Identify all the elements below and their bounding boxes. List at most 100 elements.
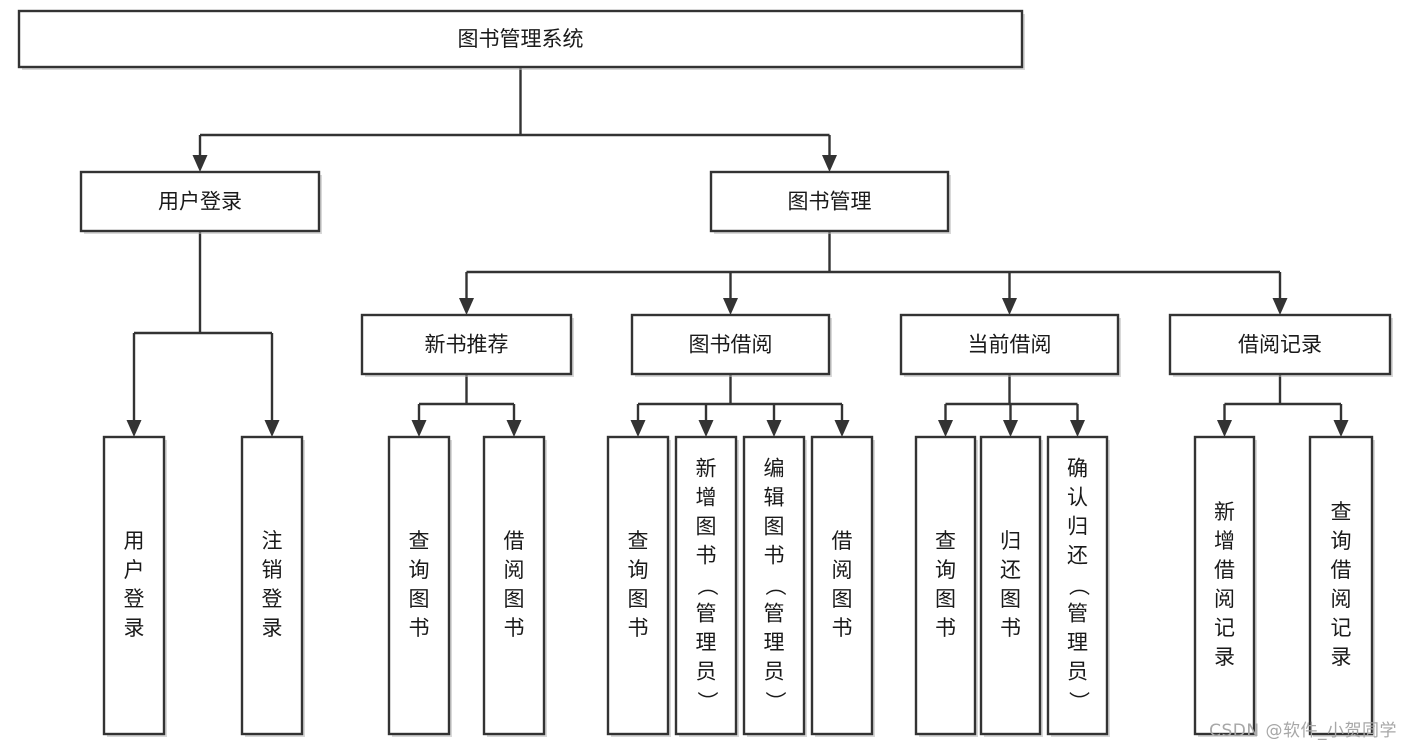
node-label-char: 销 — [262, 558, 283, 582]
node-label-char: 记 — [1214, 616, 1235, 640]
node-rect[interactable] — [742, 435, 806, 736]
arrow-head-icon — [766, 420, 782, 437]
node-rect[interactable] — [387, 435, 451, 736]
node-label-char: ） — [763, 691, 787, 712]
node-label: 新书推荐 — [425, 333, 509, 357]
node-rect[interactable] — [810, 435, 874, 736]
node-rect[interactable] — [979, 435, 1042, 736]
node-label-char: （ — [763, 575, 787, 596]
node-label: 当前借阅 — [968, 333, 1052, 357]
node-label-char: 录 — [1214, 645, 1235, 669]
node-rect[interactable] — [630, 313, 831, 376]
node-rect[interactable] — [360, 313, 573, 376]
node-rect[interactable] — [674, 435, 738, 736]
node-borrow[interactable]: 图书借阅 — [630, 313, 832, 377]
node-label-char: （ — [1067, 575, 1091, 596]
node-login[interactable]: 用户登录 — [79, 170, 322, 234]
node-rect[interactable] — [709, 170, 950, 233]
arrow-head-icon — [938, 420, 953, 437]
node-label-char: 图 — [409, 587, 430, 611]
arrow-head-icon — [1070, 420, 1085, 437]
node-current[interactable]: 当前借阅 — [899, 313, 1121, 377]
arrow-head-icon — [1333, 420, 1349, 437]
arrow-head-icon — [698, 420, 714, 437]
connector-group- — [126, 231, 280, 437]
node-label-char: 书 — [764, 544, 785, 568]
node-label-char: 书 — [1000, 616, 1021, 640]
node-label-char: 注 — [262, 529, 283, 553]
node-label-char: 归 — [1000, 529, 1021, 553]
node-label-char: 借 — [1331, 558, 1352, 582]
node-label-char: 查 — [628, 529, 649, 553]
node-rect[interactable] — [1193, 435, 1256, 736]
arrow-head-icon — [506, 420, 522, 437]
node-label-char: 户 — [124, 558, 145, 582]
node-label-char: 还 — [1067, 544, 1088, 568]
connector-group- — [1217, 374, 1349, 437]
node-rect[interactable] — [240, 435, 304, 736]
node-newbook[interactable]: 新书推荐 — [360, 313, 574, 377]
node-label-char: ） — [1067, 691, 1091, 712]
arrow-head-icon — [1003, 420, 1018, 437]
node-label-char: 图 — [935, 587, 956, 611]
node-label-char: 录 — [1331, 645, 1352, 669]
node-rect[interactable] — [17, 9, 1024, 69]
node-records[interactable]: 借阅记录 — [1168, 313, 1393, 377]
node-label-char: 确 — [1067, 457, 1088, 481]
node-label-char: 员 — [1067, 660, 1088, 684]
node-label-char: 询 — [1331, 529, 1352, 553]
node-label-char: 查 — [1331, 500, 1352, 524]
connector-group- — [630, 374, 850, 437]
node-rect[interactable] — [1168, 313, 1392, 376]
node-label-char: 询 — [935, 558, 956, 582]
node-rect[interactable] — [1046, 435, 1109, 736]
node-rect[interactable] — [914, 435, 977, 736]
watermark-text: CSDN @软件_小贺同学 — [1209, 721, 1397, 741]
node-rect[interactable] — [79, 170, 321, 233]
node-rect[interactable] — [606, 435, 670, 736]
connector-group- — [938, 374, 1085, 437]
node-rect[interactable] — [102, 435, 166, 736]
node-label: 用户登录 — [124, 529, 145, 640]
node-label-char: 图 — [696, 515, 717, 539]
node-rect[interactable] — [1308, 435, 1374, 736]
node-leaf-user-login[interactable]: 用户登录 — [102, 435, 167, 737]
node-label-char: 录 — [124, 616, 145, 640]
node-label-char: 阅 — [1331, 587, 1352, 611]
node-label-char: 书 — [832, 616, 853, 640]
node-label-char: 管 — [1067, 602, 1088, 626]
node-root[interactable]: 图书管理系统 — [17, 9, 1025, 70]
node-rect[interactable] — [899, 313, 1120, 376]
connector-group- — [459, 231, 1288, 315]
node-label-char: 记 — [1331, 616, 1352, 640]
arrow-head-icon — [630, 420, 646, 437]
node-bookmgmt[interactable]: 图书管理 — [709, 170, 951, 234]
node-label-char: 管 — [764, 602, 785, 626]
arrow-head-icon — [834, 420, 850, 437]
node-label-char: 借 — [504, 529, 525, 553]
arrow-head-icon — [264, 420, 280, 437]
node-label-char: 理 — [696, 631, 717, 655]
node-label-char: 询 — [628, 558, 649, 582]
node-label: 图书借阅 — [689, 333, 773, 357]
node-rect[interactable] — [482, 435, 546, 736]
